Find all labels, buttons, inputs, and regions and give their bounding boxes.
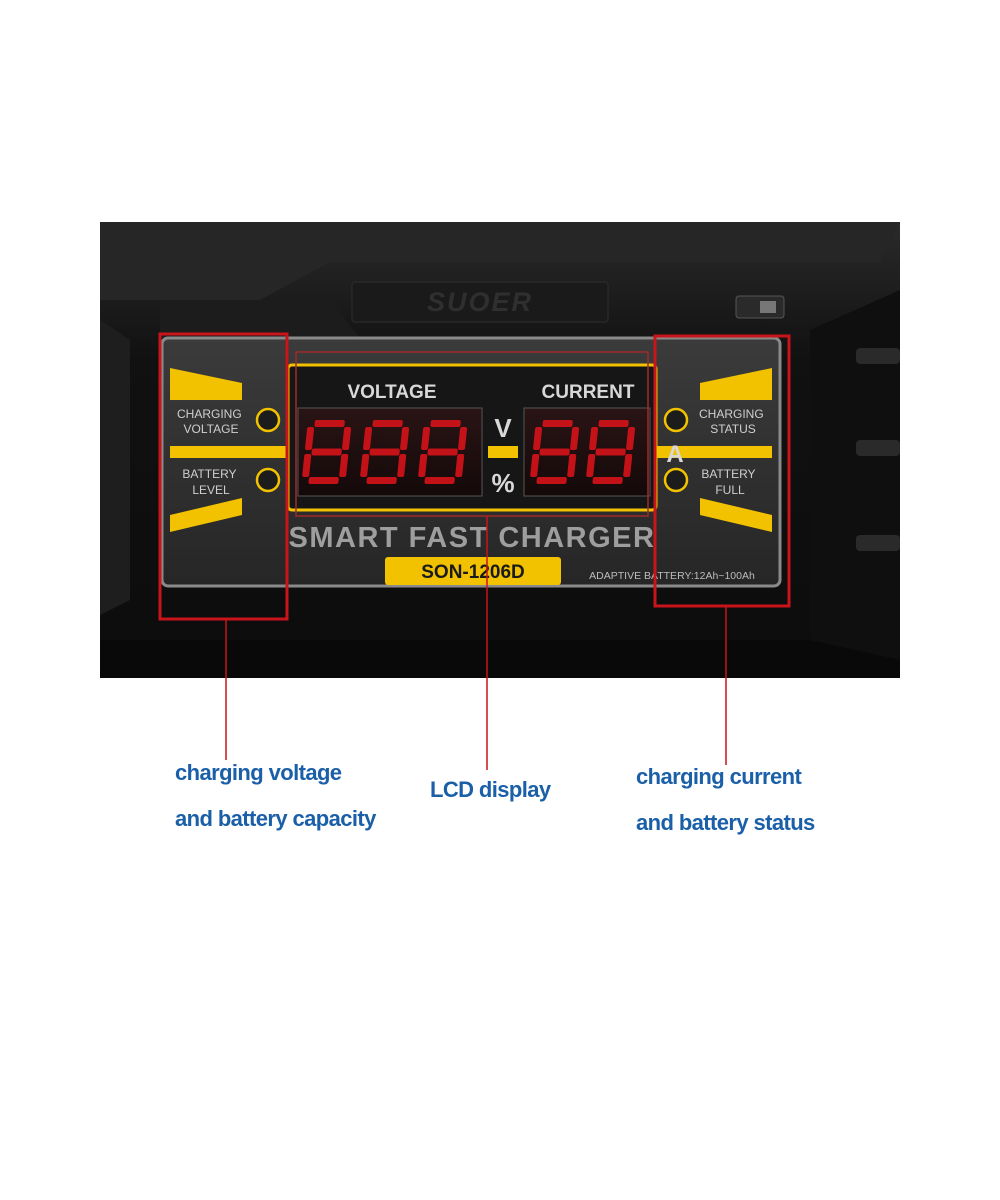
grip-ridge xyxy=(856,348,900,364)
voltage-label: VOLTAGE xyxy=(347,382,436,403)
adaptive-battery-text: ADAPTIVE BATTERY:12Ah~100Ah xyxy=(589,570,755,582)
yellow-accent xyxy=(700,368,772,400)
control-panel: CHARGING VOLTAGE BATTERY LEVEL CHARGING … xyxy=(160,336,782,588)
indicator-label: BATTERY FULL xyxy=(701,467,758,497)
lcd-segment xyxy=(314,420,345,427)
lcd-segment xyxy=(363,427,373,450)
caption-right-line2: and battery status xyxy=(636,810,815,835)
lcd-segment xyxy=(360,454,370,477)
unit-v: V xyxy=(494,413,512,443)
lcd-segment xyxy=(339,454,349,477)
yellow-accent xyxy=(170,368,242,400)
lcd-segment xyxy=(542,420,573,427)
voltage-digits xyxy=(302,420,468,484)
grip-ridge xyxy=(856,440,900,456)
indicator-label: BATTERY LEVEL xyxy=(182,467,239,497)
caption-right: charging current and battery status xyxy=(636,754,815,846)
lcd-segment xyxy=(369,448,400,456)
lcd-segment xyxy=(342,427,352,450)
left-highlight-box xyxy=(158,332,289,621)
lcd-segment xyxy=(586,454,596,477)
caption-right-line1: charging current xyxy=(636,764,802,789)
lcd-segment xyxy=(366,477,397,484)
yellow-accent xyxy=(700,498,772,532)
right-highlight-box xyxy=(653,334,791,608)
lcd-digit xyxy=(302,420,352,484)
lcd-segment xyxy=(592,477,623,484)
caption-center: LCD display xyxy=(430,767,551,813)
caption-center-line1: LCD display xyxy=(430,777,551,802)
lcd-segment xyxy=(589,427,599,450)
lcd-segment xyxy=(458,427,468,450)
lcd-segment xyxy=(595,448,626,456)
lcd-segment xyxy=(421,427,431,450)
yellow-accent xyxy=(170,498,242,532)
battery-level-led xyxy=(255,467,281,493)
model-number: SON-1206D xyxy=(421,562,525,583)
lcd-segment xyxy=(455,454,465,477)
lcd-segment xyxy=(539,448,570,456)
current-label: CURRENT xyxy=(542,382,635,403)
model-badge xyxy=(385,557,561,585)
caption-left-line2: and battery capacity xyxy=(175,806,376,831)
lcd-digit xyxy=(360,420,410,484)
lcd-segment xyxy=(536,477,567,484)
unit-percent: % xyxy=(491,468,514,498)
lcd-highlight-box xyxy=(295,351,649,517)
charging-status-led xyxy=(663,407,689,433)
lcd-segment xyxy=(311,448,342,456)
callouts xyxy=(158,332,791,770)
lcd-segment xyxy=(424,477,455,484)
lcd-digit xyxy=(418,420,468,484)
lcd-segment xyxy=(598,420,629,427)
lcd-segment xyxy=(305,427,315,450)
lcd-segment xyxy=(570,427,580,450)
battery-full-led xyxy=(663,467,689,493)
lcd-segment xyxy=(626,427,636,450)
brand-logo: SUOER xyxy=(427,287,533,317)
lcd-segment xyxy=(427,448,458,456)
lcd-segment xyxy=(623,454,633,477)
lcd-segment xyxy=(400,427,410,450)
lcd-segment xyxy=(397,454,407,477)
caption-left: charging voltage and battery capacity xyxy=(175,750,376,842)
lcd-segment xyxy=(372,420,403,427)
indicator-label: CHARGING VOLTAGE xyxy=(177,407,245,436)
lcd-segment xyxy=(533,427,543,450)
lcd-segment xyxy=(567,454,577,477)
panel-title: SMART FAST CHARGER xyxy=(289,522,656,554)
lcd-digit xyxy=(586,420,636,484)
lcd-segment xyxy=(302,454,312,477)
lcd-digit xyxy=(530,420,580,484)
lcd-segment xyxy=(530,454,540,477)
yellow-accent xyxy=(655,446,772,458)
grip-ridge xyxy=(856,535,900,551)
indicator-label: CHARGING STATUS xyxy=(699,407,767,436)
unit-a: A xyxy=(666,441,683,468)
caption-left-line1: charging voltage xyxy=(175,760,342,785)
lcd-segment xyxy=(430,420,461,427)
lcd-segment xyxy=(418,454,428,477)
lcd-segment xyxy=(308,477,339,484)
charging-voltage-led xyxy=(255,407,281,433)
current-digits xyxy=(530,420,636,484)
